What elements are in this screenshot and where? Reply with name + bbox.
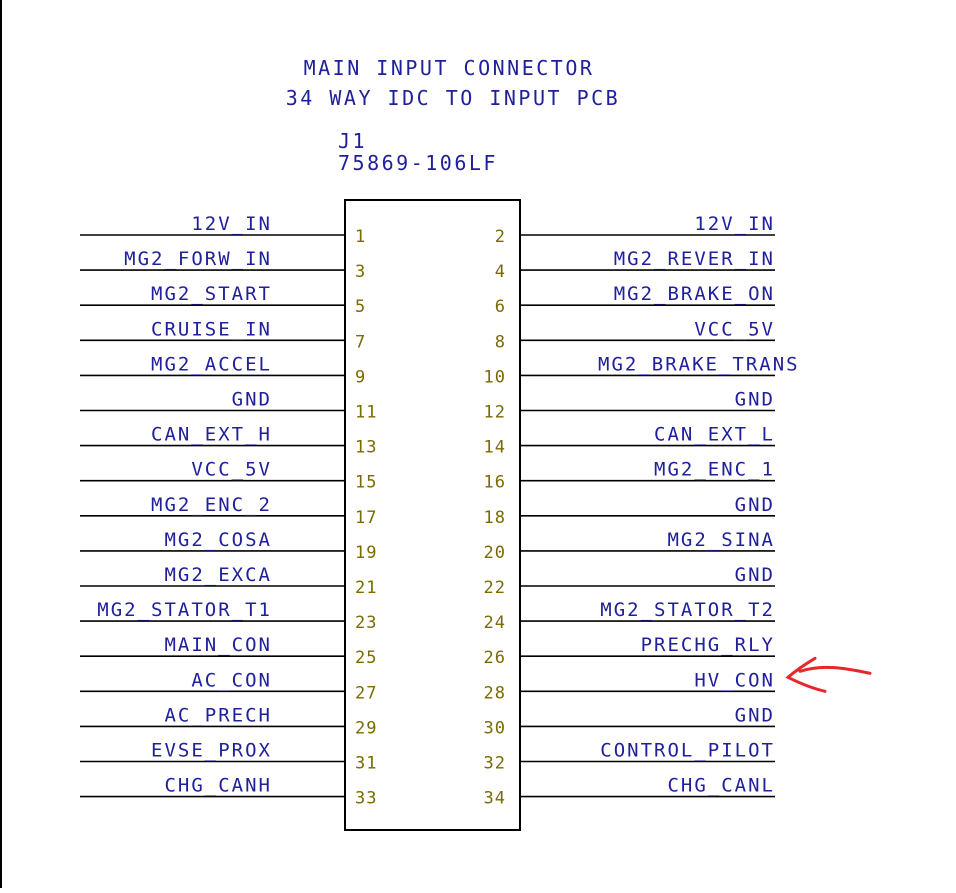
net-label-pin-30: GND [735, 704, 775, 726]
pin-number-11: 11 [355, 403, 377, 423]
net-label-pin-10: MG2_BRAKE_TRANS [598, 353, 800, 375]
net-label-pin-34: CHG_CANL [667, 775, 775, 797]
pin-number-23: 23 [355, 613, 377, 633]
pin-number-17: 17 [355, 508, 377, 528]
net-label-pin-31: EVSE_PROX [151, 740, 272, 762]
pin-number-13: 13 [355, 438, 377, 458]
net-label-pin-29: AC_PRECH [164, 704, 272, 726]
net-label-pin-20: MG2_SINA [667, 529, 775, 551]
pin-number-3: 3 [355, 262, 366, 282]
page-border [0, 0, 2, 888]
net-label-pin-27: AC_CON [191, 669, 272, 691]
net-label-pin-13: CAN_EXT_H [151, 424, 272, 446]
net-label-pin-19: MG2_COSA [164, 529, 272, 551]
net-label-pin-12: GND [735, 389, 775, 411]
net-label-pin-3: MG2_FORW_IN [124, 248, 272, 270]
pin-number-26: 26 [484, 648, 506, 668]
pin-number-1: 1 [355, 227, 366, 247]
pin-number-30: 30 [484, 718, 506, 738]
net-label-pin-25: MAIN_CON [164, 634, 272, 656]
pin-number-4: 4 [495, 262, 506, 282]
net-label-pin-2: 12V_IN [694, 213, 775, 235]
net-label-pin-17: MG2_ENC_2 [151, 494, 272, 516]
net-label-pin-23: MG2_STATOR_T1 [97, 599, 272, 621]
pin-number-32: 32 [484, 754, 506, 774]
pin-number-27: 27 [355, 683, 377, 703]
net-label-pin-28: HV_CON [694, 669, 775, 691]
pin-number-9: 9 [355, 367, 366, 387]
net-label-pin-11: GND [232, 389, 272, 411]
net-label-pin-9: MG2_ACCEL [151, 353, 272, 375]
pin-number-29: 29 [355, 718, 377, 738]
pin-number-14: 14 [484, 438, 506, 458]
pin-number-15: 15 [355, 473, 377, 493]
net-label-pin-33: CHG_CANH [164, 775, 272, 797]
net-label-pin-32: CONTROL_PILOT [600, 740, 775, 762]
pin-number-20: 20 [484, 543, 506, 563]
pin-number-19: 19 [355, 543, 377, 563]
title-line-1: MAIN INPUT CONNECTOR [304, 56, 595, 80]
net-label-pin-18: GND [735, 494, 775, 516]
pin-number-6: 6 [495, 297, 506, 317]
net-label-pin-5: MG2_START [151, 283, 272, 305]
pin-number-5: 5 [355, 297, 366, 317]
net-label-pin-6: MG2_BRAKE_ON [614, 283, 775, 305]
net-label-pin-26: PRECHG_RLY [641, 634, 775, 656]
pin-number-28: 28 [484, 683, 506, 703]
net-label-pin-24: MG2_STATOR_T2 [600, 599, 775, 621]
title-line-2: 34 WAY IDC TO INPUT PCB [286, 86, 620, 110]
pin-number-16: 16 [484, 473, 506, 493]
net-label-pin-14: CAN_EXT_L [654, 424, 775, 446]
pin-number-34: 34 [484, 789, 506, 809]
pin-number-21: 21 [355, 578, 377, 598]
net-label-pin-22: GND [735, 564, 775, 586]
annotation-arrow-icon [785, 656, 872, 693]
pin-number-25: 25 [355, 648, 377, 668]
pin-number-18: 18 [484, 508, 506, 528]
pin-number-7: 7 [355, 332, 366, 352]
net-label-pin-16: MG2_ENC_1 [654, 459, 775, 481]
pin-number-31: 31 [355, 754, 377, 774]
net-label-pin-15: VCC_5V [191, 459, 272, 481]
pin-number-22: 22 [484, 578, 506, 598]
pin-number-24: 24 [484, 613, 506, 633]
pin-number-12: 12 [484, 403, 506, 423]
net-label-pin-21: MG2_EXCA [164, 564, 272, 586]
pin-number-33: 33 [355, 789, 377, 809]
net-label-pin-8: VCC_5V [694, 318, 775, 340]
connector-refdes: J1 [338, 129, 367, 153]
net-label-pin-7: CRUISE_IN [151, 318, 272, 340]
pin-number-2: 2 [495, 227, 506, 247]
pin-number-10: 10 [484, 367, 506, 387]
pin-number-8: 8 [495, 332, 506, 352]
net-label-pin-1: 12V_IN [191, 213, 272, 235]
net-label-pin-4: MG2_REVER_IN [614, 248, 775, 270]
connector-part-number: 75869-106LF [338, 151, 498, 175]
